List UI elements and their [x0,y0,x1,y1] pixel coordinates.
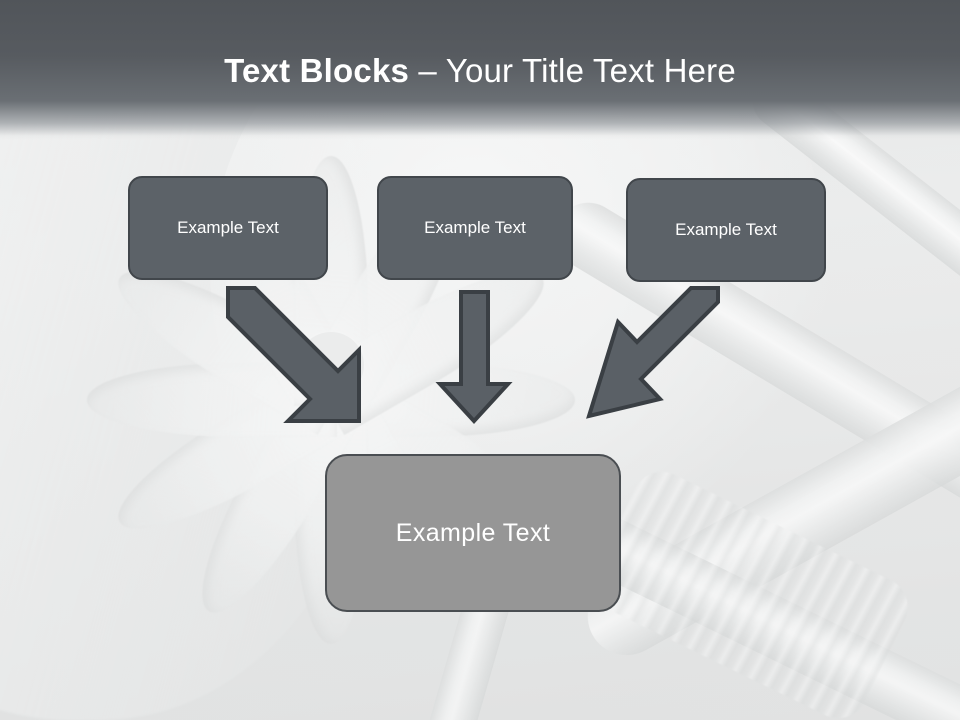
title-light-part: Your Title Text Here [445,52,736,89]
text-block-result[interactable]: Example Text [325,454,621,612]
title-bold-part: Text Blocks [224,52,410,89]
text-block-result-label: Example Text [395,518,551,547]
text-block-2[interactable]: Example Text [377,176,573,280]
text-block-3-label: Example Text [675,220,777,239]
page-title: Text Blocks – Your Title Text Here [0,0,960,90]
header-band [0,0,960,140]
title-separator: – [409,52,446,89]
text-block-3[interactable]: Example Text [626,178,826,282]
text-block-1[interactable]: Example Text [128,176,328,280]
text-block-1-label: Example Text [177,218,279,237]
text-block-2-label: Example Text [424,218,526,237]
